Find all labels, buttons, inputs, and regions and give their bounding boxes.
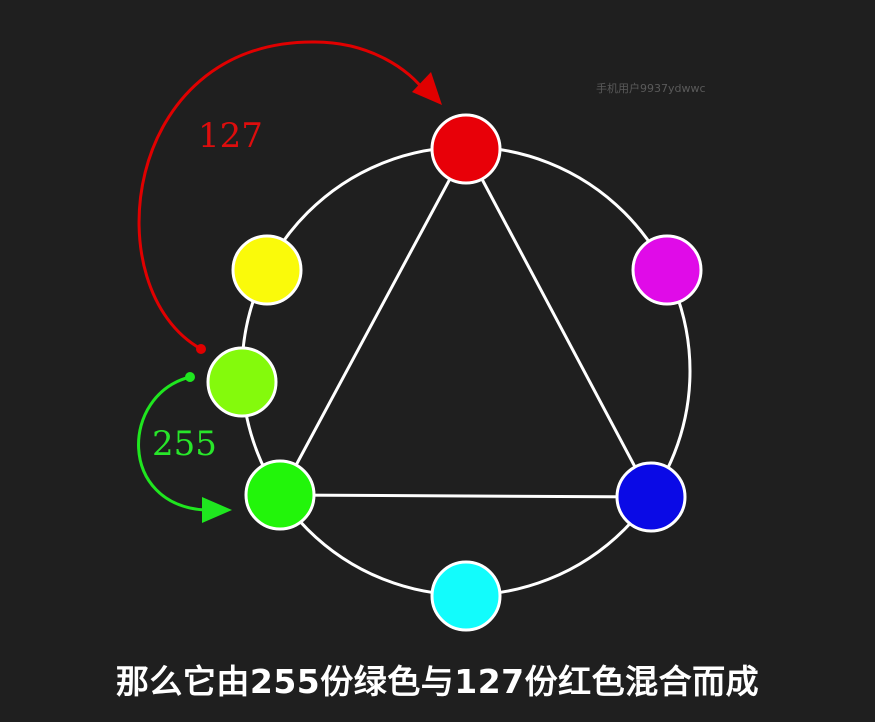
red-arrow-start-dot (196, 344, 206, 354)
green-arrowhead (202, 497, 232, 523)
red-arrow: 127 (137, 40, 442, 354)
red-node (430, 113, 502, 185)
green-arrow: 255 (137, 372, 232, 523)
watermark-text: 手机用户9937ydwwc (596, 82, 706, 95)
primary-triangle (277, 145, 654, 499)
blue-node (615, 461, 687, 533)
cyan-node (430, 560, 502, 632)
yellow-node (231, 234, 303, 306)
red-arrowhead (412, 72, 442, 105)
red-arrow-label: 127 (198, 116, 263, 156)
magenta-node (631, 234, 703, 306)
green-arrow-start-dot (185, 372, 195, 382)
green-arrow-path (137, 375, 206, 512)
chartreuse-node (206, 346, 278, 418)
green-arrow-label: 255 (152, 424, 217, 464)
red-arrow-path (137, 40, 427, 351)
green-node (244, 459, 316, 531)
wheel-circle (240, 145, 692, 597)
color-nodes (206, 113, 703, 632)
caption-subtitle: 那么它由255份绿色与127份红色混合而成 (115, 662, 760, 701)
